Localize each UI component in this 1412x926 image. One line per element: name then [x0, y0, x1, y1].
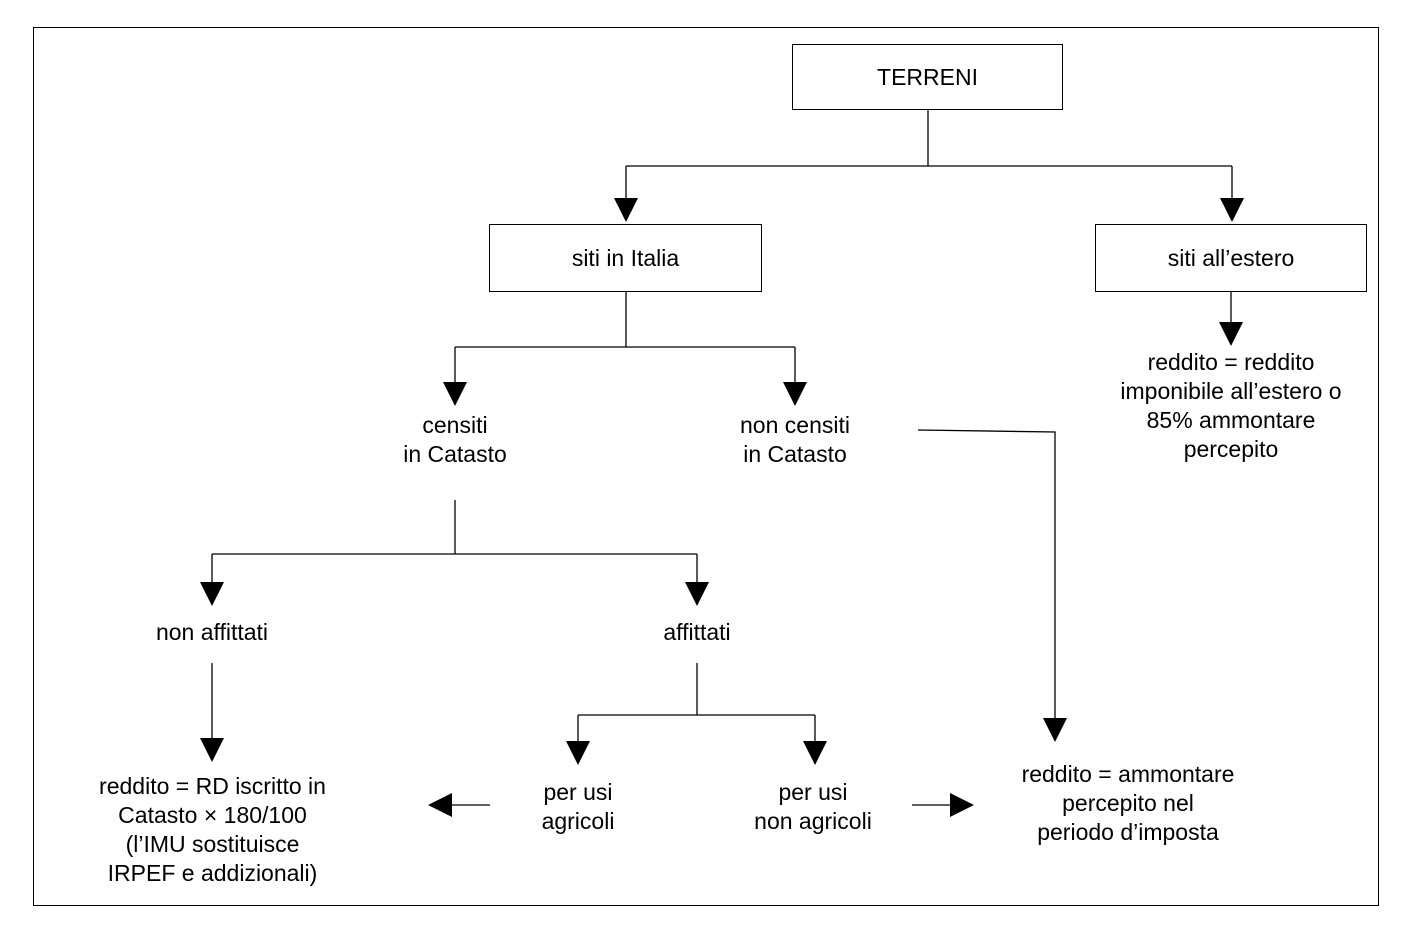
node-non-censiti-in-catasto: non censiti in Catasto: [740, 412, 850, 467]
node-terreni: TERRENI: [792, 44, 1063, 110]
arrowhead-reddito-rd: [200, 738, 224, 762]
arrowhead-censiti: [443, 382, 467, 406]
node-per-usi-non-agricoli: per usi non agricoli: [754, 779, 872, 834]
node-reddito-estero: reddito = reddito imponibile all’estero …: [1120, 349, 1342, 462]
connector-non-censiti-route: [917, 429, 1056, 720]
arrowhead-to-ammontare-right: [950, 793, 974, 817]
arrowhead-non-censiti: [783, 382, 807, 406]
node-reddito-rd: reddito = RD iscritto in Catasto × 180/1…: [99, 773, 326, 886]
arrowhead-usi-agricoli: [566, 741, 590, 765]
arrowhead-non-affittati: [200, 582, 224, 606]
node-non-affittati: non affittati: [155, 618, 269, 645]
node-siti-all-estero: siti all’estero: [1095, 224, 1367, 292]
arrowhead-affittati: [685, 582, 709, 606]
node-siti-in-italia: siti in Italia: [489, 224, 762, 292]
node-affittati: affittati: [663, 618, 731, 645]
arrowhead-usi-non-agricoli: [803, 741, 827, 765]
node-per-usi-agricoli: per usi agricoli: [541, 779, 615, 834]
node-censiti-in-catasto: censiti in Catasto: [403, 412, 507, 467]
diagram-frame: [33, 27, 1379, 906]
arrowhead-reddito-estero: [1219, 322, 1243, 346]
node-reddito-ammontare: reddito = ammontare percepito nel period…: [1021, 760, 1235, 845]
arrowhead-siti-italia: [614, 198, 638, 222]
arrowhead-reddito-ammontare: [1043, 718, 1067, 742]
arrowhead-to-rd-left: [428, 793, 452, 817]
arrowhead-siti-estero: [1220, 198, 1244, 222]
